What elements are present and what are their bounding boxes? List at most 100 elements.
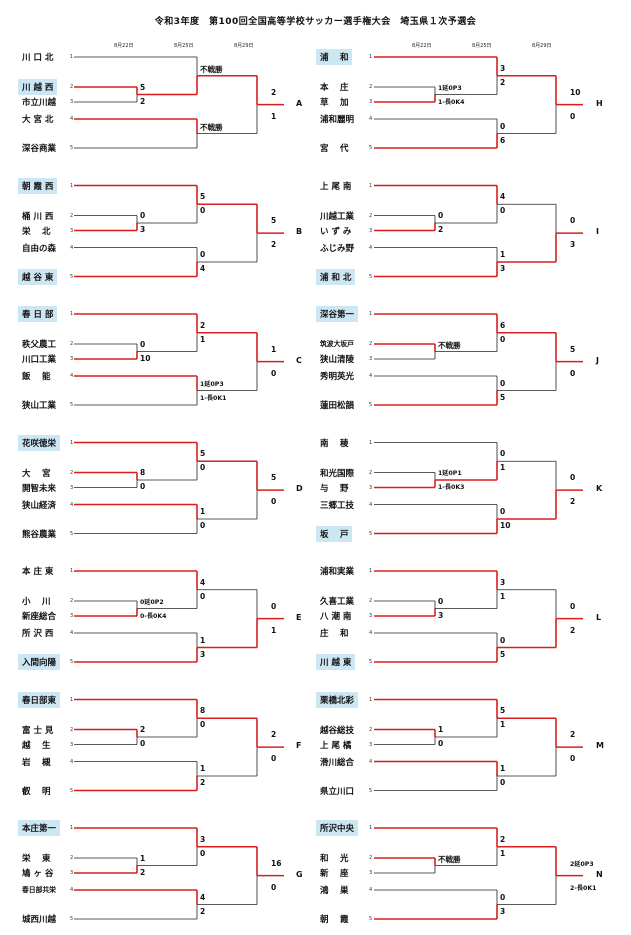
round2-score-top: 4	[200, 577, 206, 587]
team-name: 小 川	[22, 597, 51, 607]
round1-score-bottom: 0	[438, 739, 444, 748]
seed-number: 4	[70, 758, 74, 765]
team-name: 本庄第一	[18, 820, 61, 836]
seed-number: 3	[369, 99, 373, 105]
team-name: 大 宮	[22, 468, 51, 479]
seed-number: 2	[70, 341, 74, 347]
team-name: 本 庄	[320, 83, 349, 93]
seed-number: 5	[369, 659, 373, 665]
seed-number: 3	[70, 741, 74, 748]
round1-score-top: 0	[438, 596, 444, 606]
team-name: 所沢中央	[316, 820, 359, 836]
team-name: 入間向陽	[18, 654, 61, 670]
seed-number: 1	[70, 568, 74, 574]
team-name: 開智未来	[22, 483, 57, 494]
final-score-top: 2延0P3	[570, 860, 594, 868]
round2-score-top: 4	[200, 892, 206, 902]
team-name: 春日部東	[18, 691, 61, 708]
seed-number: 4	[70, 244, 74, 251]
team-name: 市立川越	[22, 98, 57, 108]
seed-number: 1	[369, 311, 373, 317]
final-score-bottom: 1	[271, 625, 277, 635]
round1-score-top: 0	[140, 339, 146, 349]
block-label: E	[296, 612, 302, 622]
round1-score-top: 1延0P1	[438, 470, 462, 477]
team-name: い ず み	[320, 226, 352, 237]
seed-number: 5	[70, 659, 74, 665]
seed-number: 4	[70, 373, 74, 379]
round2-score-top: 4	[500, 192, 506, 202]
seed-number: 2	[369, 726, 373, 733]
team-name: 上 尾 橘	[320, 740, 352, 751]
seed-number: 2	[70, 598, 74, 604]
seed-number: 2	[369, 855, 373, 861]
seed-number: 5	[70, 787, 74, 794]
block-label: I	[596, 227, 599, 237]
seed-number: 1	[70, 696, 74, 703]
page-title: 令和3年度 第100回全国高等学校サッカー選手権大会 埼玉県１次予選会	[154, 17, 477, 27]
round1-score-bottom: 3	[140, 225, 146, 234]
final-score-bottom: 0	[271, 882, 277, 892]
final-score-top: 0	[570, 216, 576, 226]
team-name: 浦 和 北	[316, 268, 356, 285]
seed-number: 4	[369, 630, 373, 636]
final-score-top: 2	[271, 730, 277, 740]
team-name: 城西川越	[22, 915, 57, 925]
team-name: 秩父農工	[22, 340, 57, 350]
final-score-bottom: 1	[271, 111, 277, 121]
round2-score-bottom: 2	[200, 906, 206, 916]
round2-score-bottom: 1	[500, 463, 506, 473]
round2-score-top: 不戦勝	[200, 122, 223, 132]
round1-score-top: 0	[438, 211, 444, 220]
team-name: 浦和実業	[320, 567, 355, 577]
seed-number: 3	[369, 356, 373, 362]
round2-score-bottom: 1	[500, 720, 506, 730]
team-name: 栄 東	[22, 854, 51, 864]
seed-number: 4	[369, 501, 373, 508]
block-label: D	[296, 484, 303, 494]
round1-score-top: 0延0P2	[140, 598, 164, 606]
seed-number: 4	[70, 630, 74, 636]
block-label: K	[596, 484, 603, 494]
round2-score-top: 1	[500, 250, 506, 259]
seed-number: 5	[70, 145, 74, 151]
seed-number: 3	[70, 613, 74, 619]
round2-score-top: 1	[200, 764, 206, 773]
seed-number: 3	[70, 870, 74, 876]
final-score-bottom: 0	[570, 754, 576, 763]
seed-number: 4	[70, 501, 74, 508]
team-name: 久喜工業	[320, 597, 355, 607]
team-name: 越 谷 東	[18, 268, 58, 285]
round2-score-top: 0	[500, 892, 506, 902]
round2-score-top: 5	[200, 449, 206, 459]
team-name: 川 口 北	[22, 53, 54, 63]
team-name: 和光国際	[320, 468, 355, 479]
seed-number: 1	[70, 182, 74, 189]
final-score-top: 1	[271, 344, 277, 354]
team-name: 浦 和	[316, 49, 353, 65]
team-name: 川越工業	[320, 211, 355, 222]
final-score-top: 2	[271, 87, 277, 97]
round2-score-bottom: 0	[200, 521, 206, 530]
round2-score-bottom: 2	[200, 778, 206, 787]
round2-score-top: 0	[500, 121, 506, 131]
round2-score-top: 5	[200, 192, 206, 202]
round1-score-bottom: 3	[438, 610, 444, 620]
round1-score-bottom: 1-長0K4	[438, 98, 465, 106]
seed-number: 4	[369, 244, 373, 251]
round2-score-top: 5	[500, 706, 506, 716]
round-date-header: 8月29日	[234, 43, 254, 49]
seed-number: 5	[369, 402, 373, 408]
final-score-top: 16	[271, 858, 282, 868]
team-name: 鳩 ヶ 谷	[22, 869, 54, 879]
seed-number: 2	[369, 84, 373, 90]
seed-number: 5	[369, 273, 373, 280]
round1-score-bottom: 2	[438, 225, 444, 234]
team-name: 飯 能	[22, 372, 51, 382]
round1-score-top: 1延0P3	[438, 84, 462, 92]
final-score-bottom: 2	[570, 497, 576, 506]
final-score-top: 5	[271, 216, 277, 226]
seed-number: 2	[70, 84, 74, 90]
round2-score-bottom: 0	[200, 591, 206, 601]
round2-score-bottom: 3	[500, 264, 506, 273]
